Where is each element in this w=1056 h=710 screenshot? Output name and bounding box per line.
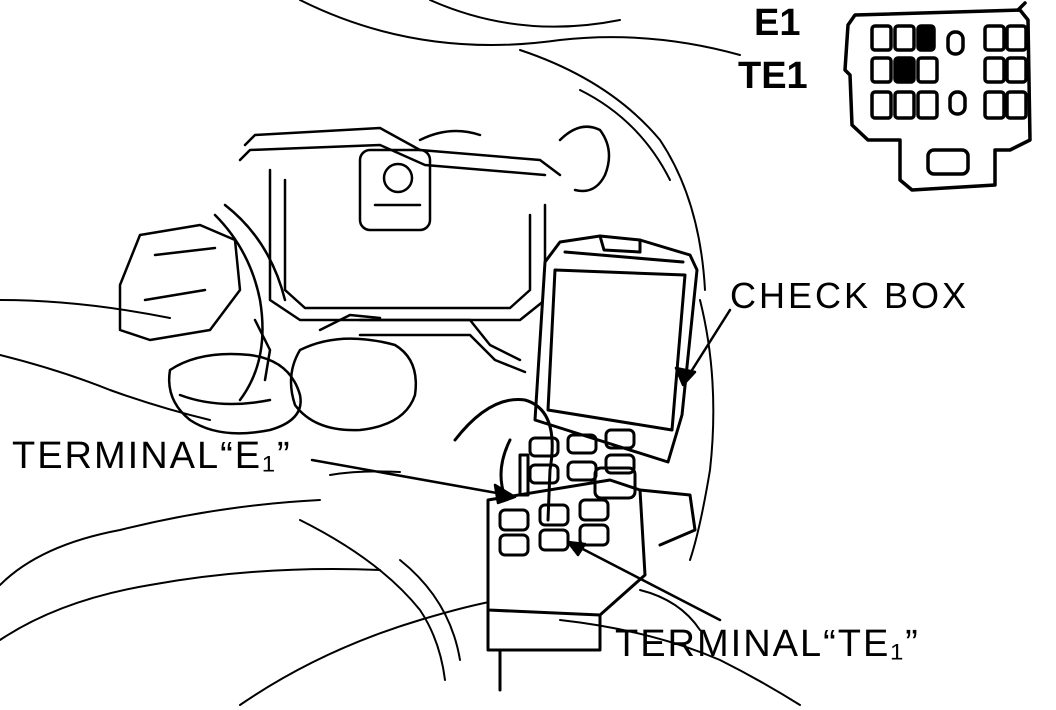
label-te1: TE1: [738, 55, 808, 97]
connector-pinout-icon: [843, 1, 1032, 192]
check-box-housing: [453, 234, 699, 692]
label-check-box: CHECK BOX: [730, 275, 970, 316]
body-outline-lines: [0, 0, 801, 706]
leader-lines: [310, 308, 732, 622]
label-e1: E1: [754, 2, 801, 44]
bracket-and-hoses: [118, 125, 611, 435]
label-terminal-e1: TERMINAL“E₁”: [12, 435, 292, 477]
label-terminal-te1: TERMINAL“TE₁”: [615, 623, 920, 665]
